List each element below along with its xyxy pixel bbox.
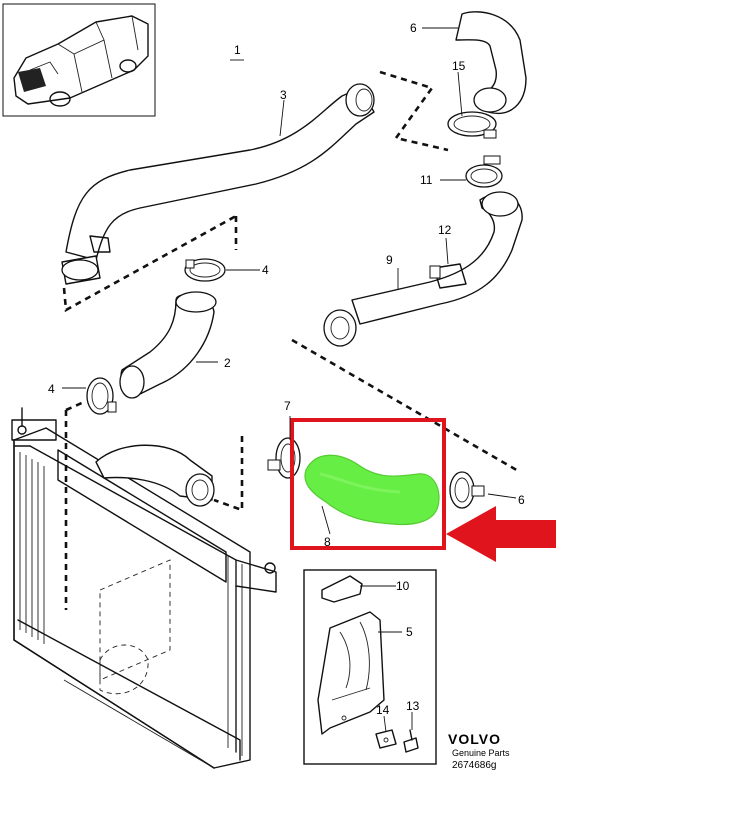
part-6-clamp-lower [449, 471, 485, 509]
part-4-clamp-left [86, 377, 117, 415]
part-11-clamp [465, 155, 503, 188]
part-15-clamp [447, 111, 497, 139]
callout-2: 2 [224, 356, 231, 370]
pointer-arrow [446, 506, 556, 562]
part-14-clip [375, 729, 397, 749]
callout-6-top: 6 [410, 21, 417, 35]
part-8-highlight [304, 454, 440, 526]
radiator [11, 407, 277, 769]
volvo-logo: VOLVO [448, 731, 501, 747]
part-2-hose [119, 291, 217, 399]
callout-12: 12 [438, 223, 452, 237]
part-13-screw [403, 729, 419, 753]
callout-4-top: 4 [262, 263, 269, 277]
part-3-hose [61, 83, 375, 285]
callout-labels: 1 3 4 2 4 6 15 11 12 9 7 6 8 10 5 14 13 [48, 21, 525, 717]
diagram-part-number: 2674686g [452, 760, 497, 771]
assembly-lines [62, 70, 521, 610]
callout-4-left: 4 [48, 382, 55, 396]
genuine-parts-label: Genuine Parts [452, 748, 510, 758]
callout-11: 11 [420, 173, 433, 187]
bracket-inset [303, 569, 437, 765]
callout-13: 13 [406, 699, 420, 713]
part-4-clamp-top [184, 258, 226, 282]
part-10-cover [321, 575, 363, 603]
callout-10: 10 [396, 579, 410, 593]
car-thumbnail [2, 3, 156, 117]
part-7-clamp [267, 437, 301, 479]
part-5-bracket [317, 611, 385, 735]
highlight-box [290, 418, 446, 550]
callout-15: 15 [452, 59, 466, 73]
callout-14: 14 [376, 703, 390, 717]
callout-7: 7 [284, 399, 291, 413]
leader-lines [62, 27, 517, 733]
callout-3: 3 [280, 88, 287, 102]
callout-9: 9 [386, 253, 393, 267]
callout-1: 1 [234, 43, 241, 57]
callout-8: 8 [324, 535, 331, 549]
part-12-bracket [429, 263, 467, 289]
callout-5: 5 [406, 625, 413, 639]
callout-6-lower: 6 [518, 493, 525, 507]
part-9-hose [323, 191, 523, 347]
part-6-hose-top [455, 11, 527, 114]
branding: VOLVO Genuine Parts 2674686g [448, 731, 510, 771]
